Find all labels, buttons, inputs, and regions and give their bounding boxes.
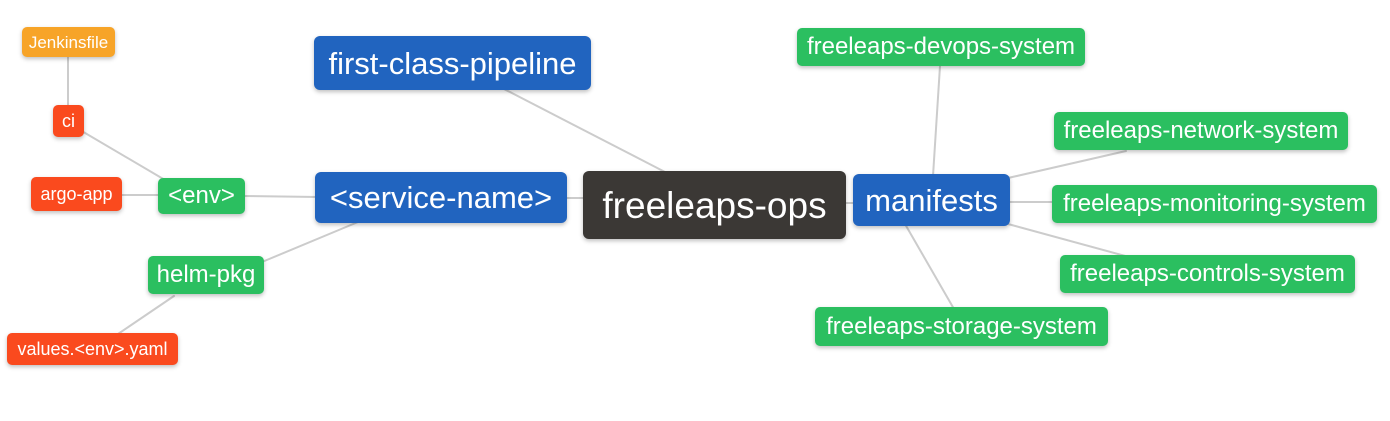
node-jenkinsfile[interactable]: Jenkinsfile [22,27,115,57]
node-storage-system[interactable]: freeleaps-storage-system [815,307,1108,346]
node-monitoring-system[interactable]: freeleaps-monitoring-system [1052,185,1377,223]
edge-manifests-devops [932,65,941,177]
node-ci[interactable]: ci [53,105,84,137]
node-freeleaps-ops[interactable]: freeleaps-ops [583,171,846,239]
edge-manifests-storage [904,223,955,310]
node-helm-pkg[interactable]: helm-pkg [148,256,264,294]
edge-manifests-network [1007,150,1127,179]
node-first-class-pipeline[interactable]: first-class-pipeline [314,36,591,90]
edge-manifests-controls [1007,223,1130,258]
node-network-system[interactable]: freeleaps-network-system [1054,112,1348,150]
edge-pipeline-root [503,88,666,173]
node-controls-system[interactable]: freeleaps-controls-system [1060,255,1355,293]
node-devops-system[interactable]: freeleaps-devops-system [797,28,1085,66]
node-manifests[interactable]: manifests [853,174,1010,226]
edge-ci-env [79,129,166,181]
node-values-env-yaml[interactable]: values.<env>.yaml [7,333,178,365]
edge-helm-pkg-service-name [261,221,359,263]
node-argo-app[interactable]: argo-app [31,177,122,211]
node-env[interactable]: <env> [158,178,245,214]
edge-values-helm-pkg [117,295,175,335]
edge-env-service-name [242,195,319,198]
node-service-name[interactable]: <service-name> [315,172,567,223]
